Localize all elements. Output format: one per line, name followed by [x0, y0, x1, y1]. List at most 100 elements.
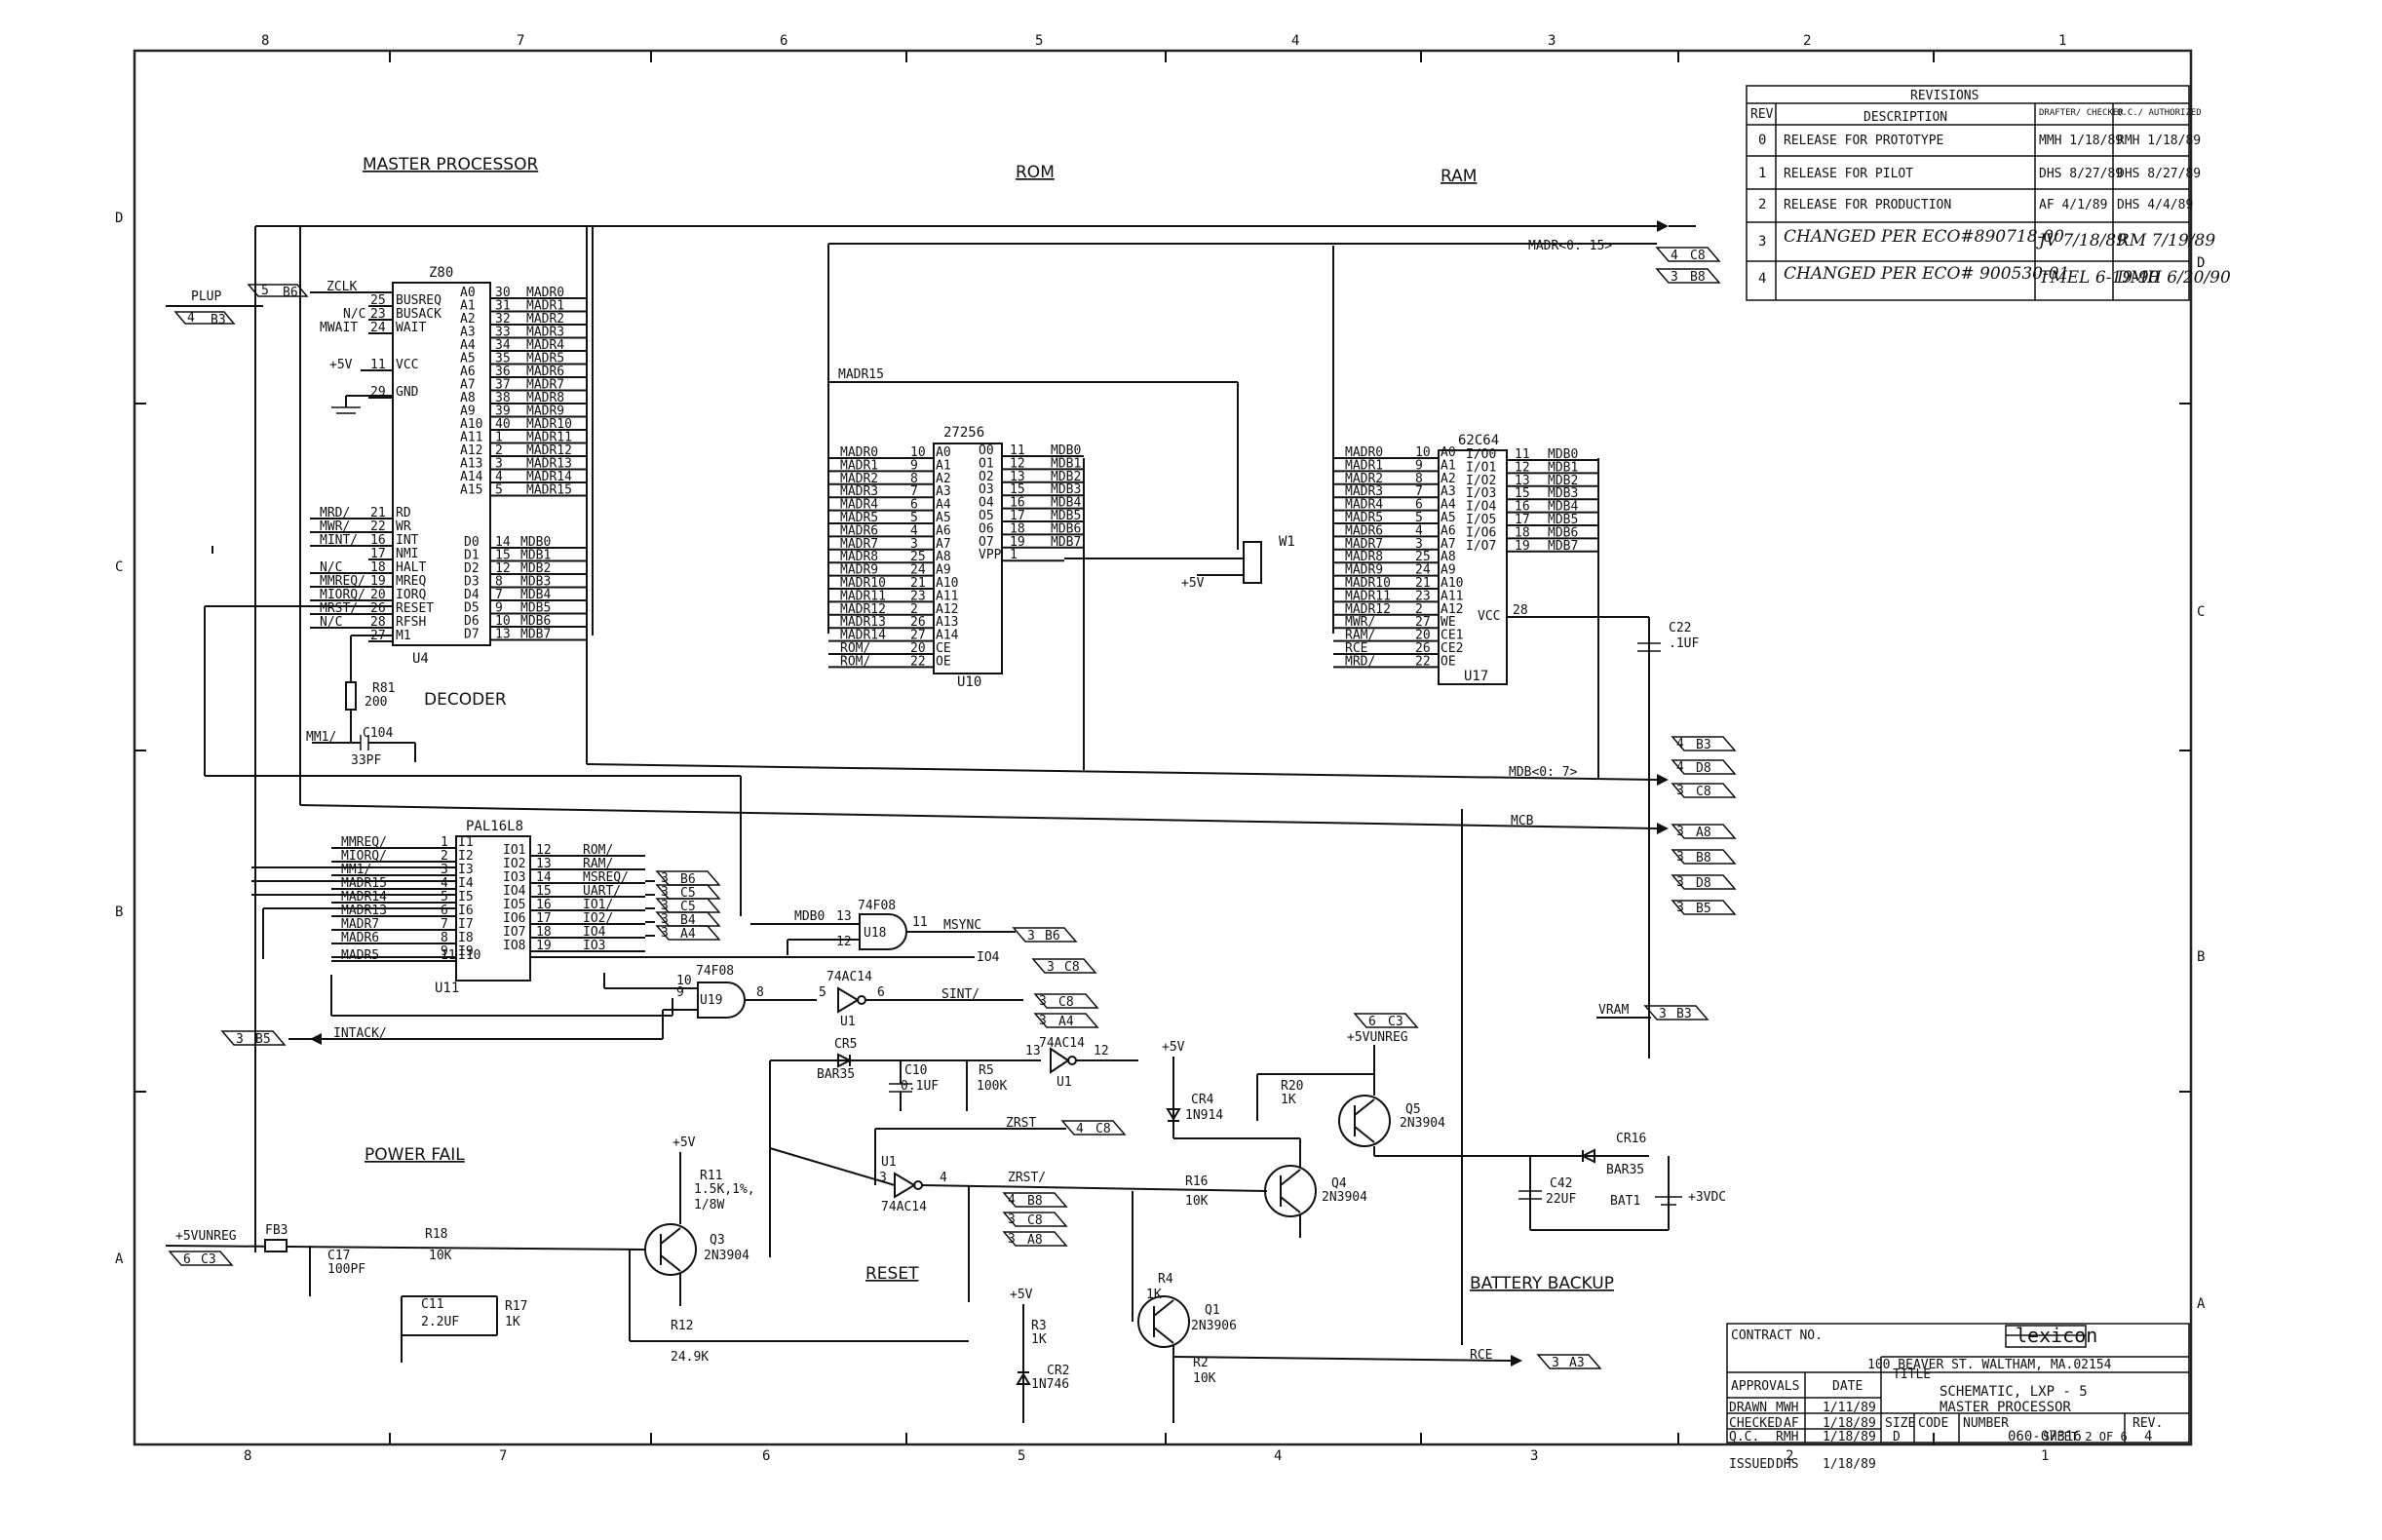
- q4-transistor: Q4 2N3904: [1264, 1165, 1367, 1217]
- svg-text:1/18/89: 1/18/89: [1823, 1416, 1876, 1431]
- svg-text:4: 4: [187, 311, 195, 326]
- svg-text:4: 4: [1076, 1122, 1084, 1136]
- svg-text:CR16: CR16: [1616, 1132, 1646, 1146]
- u11-input-pin-number: 4: [441, 876, 448, 891]
- zone-top-1: 1: [2058, 33, 2066, 49]
- u4-addr-net: MADR1: [526, 299, 564, 314]
- u17-addr-pin: A11: [1441, 589, 1463, 603]
- u17-addr-pin: A1: [1441, 458, 1456, 473]
- u11-input-pin-number: 1: [441, 835, 448, 850]
- u10-data-pin: VPP: [979, 548, 1002, 562]
- u4-left-net: MMREQ/: [320, 574, 365, 589]
- svg-text:C3: C3: [1388, 1015, 1403, 1029]
- zone-bottom-2: 2: [1786, 1448, 1793, 1464]
- offpage-ref-sheet: 3: [661, 885, 669, 900]
- offpage-ref-zone: C5: [680, 886, 696, 901]
- u4-pin-name: RD: [396, 506, 411, 520]
- u10-addr-pin: A7: [936, 537, 951, 552]
- u4-pin-number: 21: [370, 506, 386, 520]
- svg-text:R12: R12: [671, 1319, 693, 1333]
- u17-data-pin: I/O2: [1466, 474, 1496, 488]
- u4-addr-net: MADR3: [526, 326, 564, 340]
- u17-data-pin-number: 12: [1515, 460, 1530, 475]
- u17-addr-pin: A6: [1441, 523, 1456, 538]
- svg-text:+5V: +5V: [1162, 1040, 1185, 1055]
- u4-addr-pin-number: 3: [495, 457, 503, 472]
- u17-data-pin: I/O5: [1466, 513, 1496, 527]
- u11-input-pin-number: 5: [441, 890, 448, 905]
- u10-addr-net: MADR11: [840, 589, 886, 603]
- revision-number: 0: [1758, 133, 1766, 148]
- madr-bus-label: MADR<0: 15>: [1528, 239, 1612, 253]
- revision-number: 4: [1758, 271, 1766, 287]
- svg-text:INTACK/: INTACK/: [333, 1026, 387, 1041]
- u1b-inverter: 74AC14 U1: [1039, 1036, 1085, 1090]
- u10-data-pin-number: 15: [1010, 482, 1025, 497]
- u11-output-pin: IO3: [503, 870, 525, 885]
- u11-input-pin: I7: [458, 917, 474, 932]
- mcb-bus-label: MCB: [1511, 814, 1534, 828]
- u17-data-pin-number: 11: [1515, 447, 1530, 462]
- svg-text:1/18/89: 1/18/89: [1823, 1457, 1876, 1472]
- u4-addr-pin-number: 38: [495, 391, 511, 405]
- revision-drafter: TMEL 6-19-90: [2039, 268, 2160, 288]
- u19-and-gate: U19 74F08: [696, 964, 746, 1019]
- u4-addr-pin: A14: [460, 470, 483, 484]
- u17-addr-pin: A0: [1441, 445, 1456, 460]
- svg-text:C11: C11: [421, 1297, 443, 1312]
- u4-data-net: MDB0: [520, 535, 551, 550]
- u11-input-net: MADR5: [341, 948, 379, 963]
- svg-text:REV.: REV.: [2132, 1416, 2163, 1431]
- u10-addr-net: MADR12: [840, 602, 886, 617]
- svg-text:2N3904: 2N3904: [704, 1249, 749, 1263]
- drawing-title-1: SCHEMATIC, LXP - 5: [1940, 1384, 2088, 1400]
- svg-text:MM1/: MM1/: [306, 730, 336, 745]
- svg-text:2.2UF: 2.2UF: [421, 1315, 459, 1329]
- u4-left-net: N/C: [320, 560, 342, 575]
- u10-addr-pin-number: 20: [910, 641, 926, 656]
- svg-text:+5V: +5V: [672, 1136, 696, 1150]
- svg-text:10K: 10K: [429, 1249, 452, 1263]
- svg-text:IO4: IO4: [977, 950, 1000, 965]
- u17-addr-net: MADR11: [1345, 589, 1391, 603]
- u4-addr-pin: A9: [460, 404, 476, 419]
- u4-data-net: MDB2: [520, 561, 551, 576]
- u10-addr-pin-number: 26: [910, 615, 926, 630]
- svg-text:62C64: 62C64: [1458, 433, 1499, 448]
- u10-addr-net: MADR0: [840, 445, 878, 460]
- u4-data-pin-number: 10: [495, 614, 511, 629]
- svg-text:2N3904: 2N3904: [1400, 1116, 1445, 1131]
- u10-data-pin-number: 13: [1010, 470, 1025, 484]
- u11-input-pin: I9: [458, 944, 474, 959]
- u4-left-net: MWR/: [320, 520, 350, 534]
- u10-addr-net: MADR5: [840, 511, 878, 525]
- svg-text:B3: B3: [211, 313, 226, 327]
- offpage-ref-sheet: 4: [1008, 1193, 1016, 1208]
- zone-top-4: 4: [1291, 33, 1299, 49]
- revisions-col-description: DESCRIPTION: [1863, 110, 1947, 125]
- u10-data-pin: O7: [979, 535, 994, 550]
- drawing-title-2: MASTER PROCESSOR: [1940, 1400, 2071, 1415]
- offpage-ref-zone: C8: [1027, 1213, 1043, 1228]
- u4-pin-name: BUSACK: [396, 307, 442, 322]
- u10-data-pin-number: 12: [1010, 456, 1025, 471]
- u11-input-net: MADR14: [341, 890, 387, 905]
- u10-addr-pin: A0: [936, 445, 951, 460]
- u4-left-net: N/C: [320, 615, 342, 630]
- svg-text:NUMBER: NUMBER: [1963, 1416, 2009, 1431]
- svg-text:ISSUED: ISSUED: [1729, 1457, 1775, 1472]
- offpage-ref-sheet: 3: [661, 912, 669, 927]
- svg-text:2N3904: 2N3904: [1322, 1190, 1367, 1205]
- u17-addr-pin-number: 20: [1415, 629, 1431, 643]
- u10-addr-pin-number: 24: [910, 563, 926, 578]
- u4-addr-pin: A7: [460, 378, 476, 393]
- svg-text:C8: C8: [1064, 960, 1080, 975]
- svg-text:D: D: [1893, 1430, 1901, 1444]
- u4-data-net: MDB7: [520, 628, 551, 642]
- u17-addr-net: RCE: [1345, 641, 1367, 656]
- u17-addr-pin: WE: [1441, 615, 1456, 630]
- u10-data-net: MDB0: [1051, 443, 1081, 458]
- svg-text:74F08: 74F08: [858, 899, 896, 913]
- offpage-ref: [1671, 824, 1737, 839]
